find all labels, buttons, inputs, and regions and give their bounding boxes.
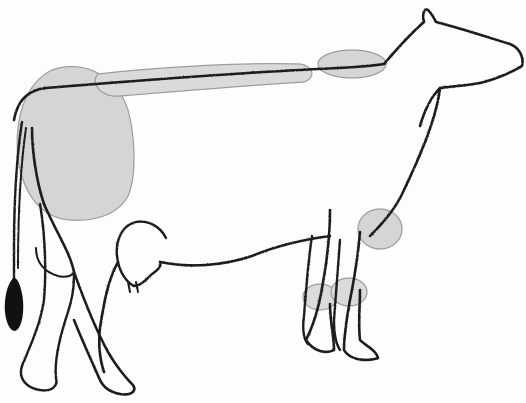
- hind-leg-back: [74, 272, 134, 394]
- back-bar-shade: [95, 64, 312, 97]
- front-leg-left: [306, 210, 334, 352]
- shoulder-point-shade: [358, 209, 402, 249]
- udder: [117, 222, 166, 286]
- tail-switch: [5, 278, 22, 330]
- hind-leg-2: [21, 204, 74, 390]
- head: [384, 10, 523, 126]
- belly: [160, 236, 330, 265]
